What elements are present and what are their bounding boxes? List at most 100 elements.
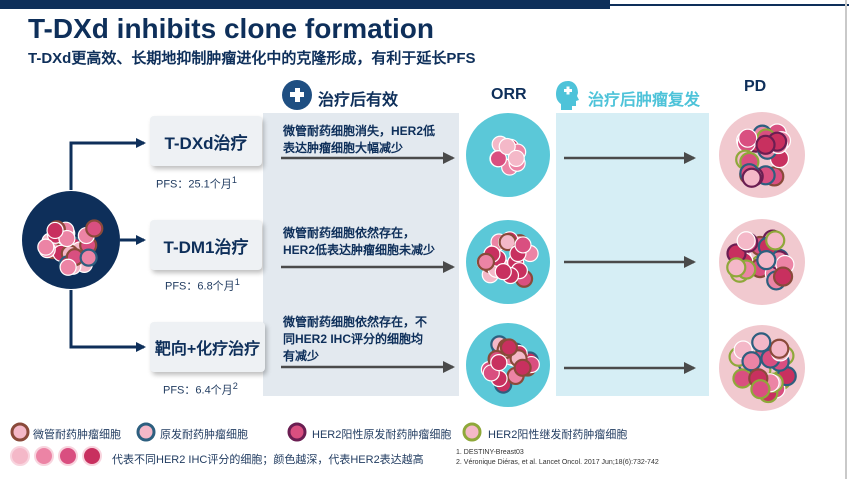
tumor-cell bbox=[739, 151, 760, 173]
tumor-cell bbox=[750, 254, 771, 275]
tumor-cell bbox=[494, 263, 512, 281]
tumor-cell bbox=[522, 355, 540, 374]
tumor-cell bbox=[769, 351, 790, 372]
pd-cells-tdm1 bbox=[726, 229, 795, 291]
tumor-cell bbox=[502, 138, 520, 156]
tumor-cell bbox=[491, 256, 509, 274]
tumor-cell bbox=[749, 258, 771, 279]
tumor-cell bbox=[776, 366, 797, 387]
tumor-cell bbox=[496, 340, 515, 360]
tumor-cell bbox=[498, 137, 516, 156]
tumor-cell bbox=[767, 131, 788, 152]
tumor-cell bbox=[484, 244, 502, 262]
tumor-cell bbox=[494, 375, 513, 394]
right-border bbox=[845, 0, 847, 479]
legend-label-her2-primary: HER2阳性原发耐药肿瘤细胞 bbox=[312, 429, 452, 441]
tumor-cell bbox=[739, 164, 760, 186]
tumor-cell bbox=[489, 150, 508, 168]
tumor-cell bbox=[755, 342, 776, 363]
pd-dish-tdm1 bbox=[719, 219, 805, 305]
header-relapse: 治疗后肿瘤复发 bbox=[588, 92, 701, 109]
tumor-cell bbox=[748, 368, 769, 389]
tumor-cell bbox=[65, 248, 84, 267]
tumor-cell bbox=[732, 368, 753, 389]
tumor-cell bbox=[521, 244, 539, 263]
effect-text-targeted-chemo: 微管耐药细胞依然存在，不同HER2 IHC评分的细胞均有减少 bbox=[283, 315, 428, 363]
legend-swatch-microtubule bbox=[10, 422, 30, 442]
tumor-cell bbox=[483, 245, 501, 263]
origin-tumor-cells bbox=[37, 219, 104, 276]
treatment-box-tdm1: T-DM1治疗 bbox=[150, 220, 262, 270]
tumor-cell bbox=[505, 349, 523, 367]
tumor-cell bbox=[770, 259, 791, 280]
pd-cells-tdxd bbox=[735, 123, 792, 188]
orr-dish-tdm1 bbox=[466, 220, 550, 304]
tumor-cell bbox=[750, 130, 772, 151]
tumor-cell bbox=[509, 244, 527, 263]
tumor-cell bbox=[764, 263, 784, 284]
tumor-cell bbox=[481, 255, 500, 274]
tumor-cell bbox=[497, 233, 516, 251]
treatment-box-targeted-chemo: 靶向+化疗治疗 bbox=[150, 322, 265, 372]
tumor-cell bbox=[775, 254, 795, 275]
tumor-cell bbox=[38, 241, 56, 259]
tumor-cell bbox=[750, 378, 771, 398]
tumor-cell bbox=[47, 220, 66, 239]
tumor-cell bbox=[501, 231, 519, 249]
effect-column-band bbox=[263, 113, 459, 396]
tumor-cell bbox=[77, 226, 95, 245]
tumor-cell bbox=[745, 132, 767, 153]
tumor-cell bbox=[47, 226, 65, 244]
tumor-cell bbox=[769, 250, 790, 271]
legend-swatch-her2-level-2 bbox=[34, 446, 54, 466]
tumor-cell bbox=[766, 270, 787, 291]
tumor-cell bbox=[736, 259, 757, 280]
tumor-cell bbox=[510, 344, 528, 363]
legend-swatch-her2-level-3 bbox=[58, 446, 78, 466]
tumor-cell bbox=[37, 238, 55, 256]
tumor-cell bbox=[487, 260, 505, 278]
tumor-cell bbox=[738, 232, 759, 253]
tumor-cell bbox=[513, 358, 532, 377]
tumor-cell bbox=[755, 134, 776, 155]
legend-swatch-her2-primary bbox=[287, 422, 307, 442]
tumor-cell bbox=[732, 247, 752, 267]
tumor-cell bbox=[735, 149, 756, 170]
reference-2: 2. Véronique Diéras, et al. Lancet Oncol… bbox=[456, 459, 659, 466]
plus-icon-bar-vertical bbox=[294, 87, 300, 102]
tumor-cell bbox=[755, 165, 776, 186]
tumor-cell bbox=[751, 332, 772, 353]
tumor-cell bbox=[491, 338, 510, 357]
treatment-box-tdxd: T-DXd治疗 bbox=[150, 116, 262, 166]
tumor-cell bbox=[741, 167, 762, 188]
tumor-cell bbox=[752, 124, 773, 145]
legend-swatch-her2-secondary bbox=[462, 422, 482, 442]
tumor-cell bbox=[764, 166, 785, 187]
tumor-cell bbox=[754, 372, 776, 393]
tumor-cell bbox=[518, 358, 537, 377]
tumor-cell bbox=[75, 243, 94, 262]
orr-cells-targeted-chemo bbox=[480, 335, 540, 394]
tumor-cell bbox=[763, 372, 784, 393]
tumor-cell bbox=[728, 346, 749, 367]
tumor-cell bbox=[726, 257, 747, 278]
tumor-cell bbox=[765, 231, 785, 251]
tumor-cell bbox=[736, 133, 757, 153]
tumor-cell bbox=[502, 348, 520, 366]
tumor-cell bbox=[490, 233, 508, 251]
tumor-cell bbox=[491, 135, 509, 153]
tumor-cell bbox=[75, 255, 93, 273]
tumor-cell bbox=[774, 345, 795, 366]
tumor-cell bbox=[43, 240, 62, 260]
tumor-cell bbox=[758, 382, 779, 404]
tumor-cell bbox=[736, 231, 756, 251]
tumor-cell bbox=[79, 236, 98, 255]
orr-cells-tdxd bbox=[489, 135, 527, 176]
tumor-cell bbox=[490, 369, 508, 388]
tumor-cell bbox=[489, 150, 507, 168]
tumor-cell bbox=[79, 248, 98, 267]
tumor-cell bbox=[514, 236, 532, 254]
tumor-cell bbox=[510, 234, 529, 253]
tumor-cell bbox=[510, 262, 528, 280]
pd-dish-tdxd bbox=[719, 112, 805, 198]
